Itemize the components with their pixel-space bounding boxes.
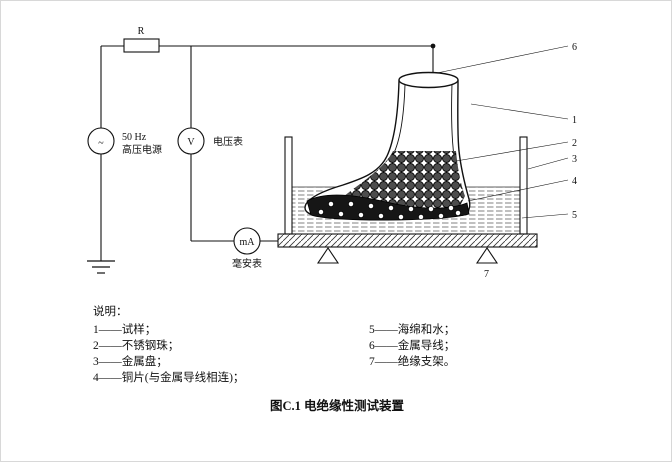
callout-numbers: 6 1 2 3 4 5 7	[484, 42, 577, 280]
callout-3: 3	[572, 154, 577, 165]
wire-junction-dot	[430, 43, 436, 49]
legend: 说明： 1——试样； 2——不锈钢珠； 3——金属盘； 4——铜片(与金属导线相…	[93, 304, 455, 384]
figure-caption: 图C.1 电绝缘性测试装置	[270, 398, 405, 413]
tank-wall-right	[519, 136, 528, 235]
ac-source-label-1: 50 Hz	[122, 132, 147, 143]
callout-5: 5	[572, 210, 577, 221]
resistor: R	[123, 26, 160, 53]
support-triangle-left	[316, 247, 340, 264]
legend-item-7: 7——绝缘支架。	[369, 354, 455, 368]
voltmeter: V 电压表	[177, 127, 243, 155]
ammeter: mA 毫安表	[232, 227, 262, 270]
ac-source: ~ 50 Hz 高压电源	[87, 127, 162, 156]
legend-item-2: 2——不锈钢珠；	[93, 338, 179, 352]
ammeter-symbol: mA	[240, 237, 256, 248]
legend-heading: 说明：	[93, 304, 128, 318]
legend-item-4: 4——铜片(与金属导线相连)；	[93, 370, 244, 384]
ac-source-symbol: ~	[98, 138, 104, 149]
resistor-label: R	[138, 26, 145, 37]
legend-item-1: 1——试样；	[93, 322, 156, 336]
legend-item-3: 3——金属盘；	[93, 354, 168, 368]
callout-1: 1	[572, 115, 577, 126]
callout-leaders	[436, 45, 569, 219]
legend-item-6: 6——金属导线；	[369, 338, 455, 352]
legend-item-5: 5——海绵和水；	[369, 322, 455, 336]
callout-6: 6	[572, 42, 577, 53]
metal-plate	[277, 233, 538, 248]
ammeter-label: 毫安表	[232, 257, 262, 270]
ground-symbol	[87, 260, 115, 274]
voltmeter-symbol: V	[187, 137, 195, 148]
voltmeter-label: 电压表	[213, 135, 243, 148]
support-triangle-right	[475, 247, 499, 264]
tank-wall-left	[284, 136, 293, 235]
callout-2: 2	[572, 138, 577, 149]
callout-7: 7	[484, 269, 489, 280]
boot-sole	[306, 194, 470, 221]
ac-source-label-2: 高压电源	[122, 143, 162, 156]
steel-balls	[333, 151, 465, 208]
callout-4: 4	[572, 176, 577, 187]
